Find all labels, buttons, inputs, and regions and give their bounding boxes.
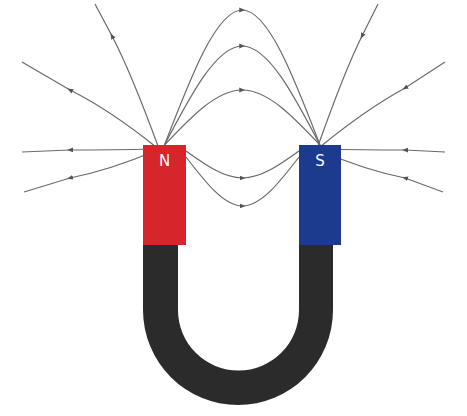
south-pole: S bbox=[299, 145, 341, 245]
field-line bbox=[165, 10, 321, 145]
pole-letter: N bbox=[143, 152, 186, 170]
field-line bbox=[320, 62, 445, 147]
pole-letter: S bbox=[299, 152, 341, 170]
magnet-body bbox=[143, 245, 333, 405]
field-line bbox=[24, 151, 155, 192]
north-pole: N bbox=[143, 145, 186, 245]
field-line bbox=[165, 90, 321, 145]
outer-field-lines bbox=[22, 4, 445, 192]
field-line bbox=[22, 149, 155, 152]
field-line bbox=[165, 46, 321, 145]
field-line bbox=[22, 62, 156, 147]
field-line bbox=[186, 151, 299, 178]
field-line bbox=[186, 157, 299, 206]
